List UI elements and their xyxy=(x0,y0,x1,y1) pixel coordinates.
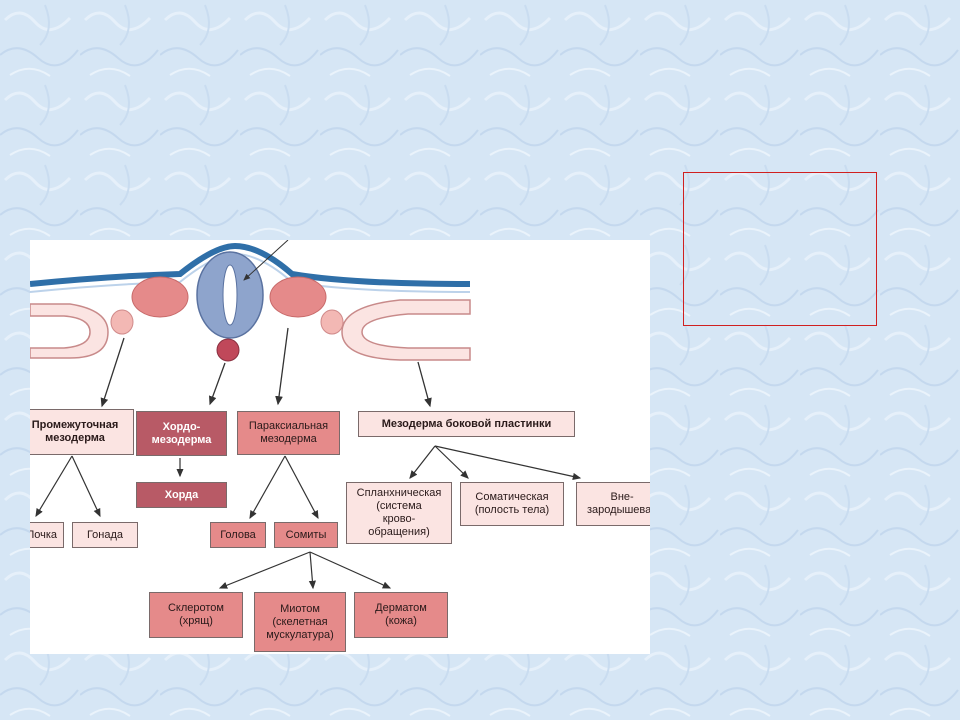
notochord-circle xyxy=(216,338,240,362)
ectoderm-layer xyxy=(30,242,471,287)
mesoderm-diagram: Промежуточная мезодерма Хордо- мезодерма… xyxy=(30,240,650,654)
lateral-plate-mesoderm-box: Мезодерма боковой пластинки xyxy=(358,411,575,437)
paraxial-mesoderm-box: Параксиальная мезодерма xyxy=(237,411,340,455)
lateral-plate-right xyxy=(341,299,471,361)
somatic-box: Соматическая (полость тела) xyxy=(460,482,564,526)
paraxial-mesoderm-left xyxy=(131,276,189,318)
splanchnic-box: Спланхническая (система крово- обращения… xyxy=(346,482,452,544)
extraembryonic-box: Вне- зародышевая xyxy=(576,482,650,526)
somites-box: Сомиты xyxy=(274,522,338,548)
embryo-cross-section xyxy=(30,240,582,590)
sclerotome-box: Склеротом (хрящ) xyxy=(149,592,243,638)
notochord-box: Хорда xyxy=(136,482,227,508)
empty-placeholder-frame xyxy=(683,172,877,326)
chordamesoderm-box: Хордо- мезодерма xyxy=(136,411,227,456)
intermediate-mesoderm-right xyxy=(320,309,344,335)
kidney-box: Почка xyxy=(30,522,64,548)
paraxial-mesoderm-right xyxy=(269,276,327,318)
myotome-box: Миотом (скелетная мускулатура) xyxy=(254,592,346,652)
intermediate-mesoderm-left xyxy=(110,309,134,335)
head-box: Голова xyxy=(210,522,266,548)
dermatome-box: Дерматом (кожа) xyxy=(354,592,448,638)
lateral-plate-left xyxy=(30,303,109,359)
gonad-box: Гонада xyxy=(72,522,138,548)
intermediate-mesoderm-box: Промежуточная мезодерма xyxy=(30,409,134,455)
